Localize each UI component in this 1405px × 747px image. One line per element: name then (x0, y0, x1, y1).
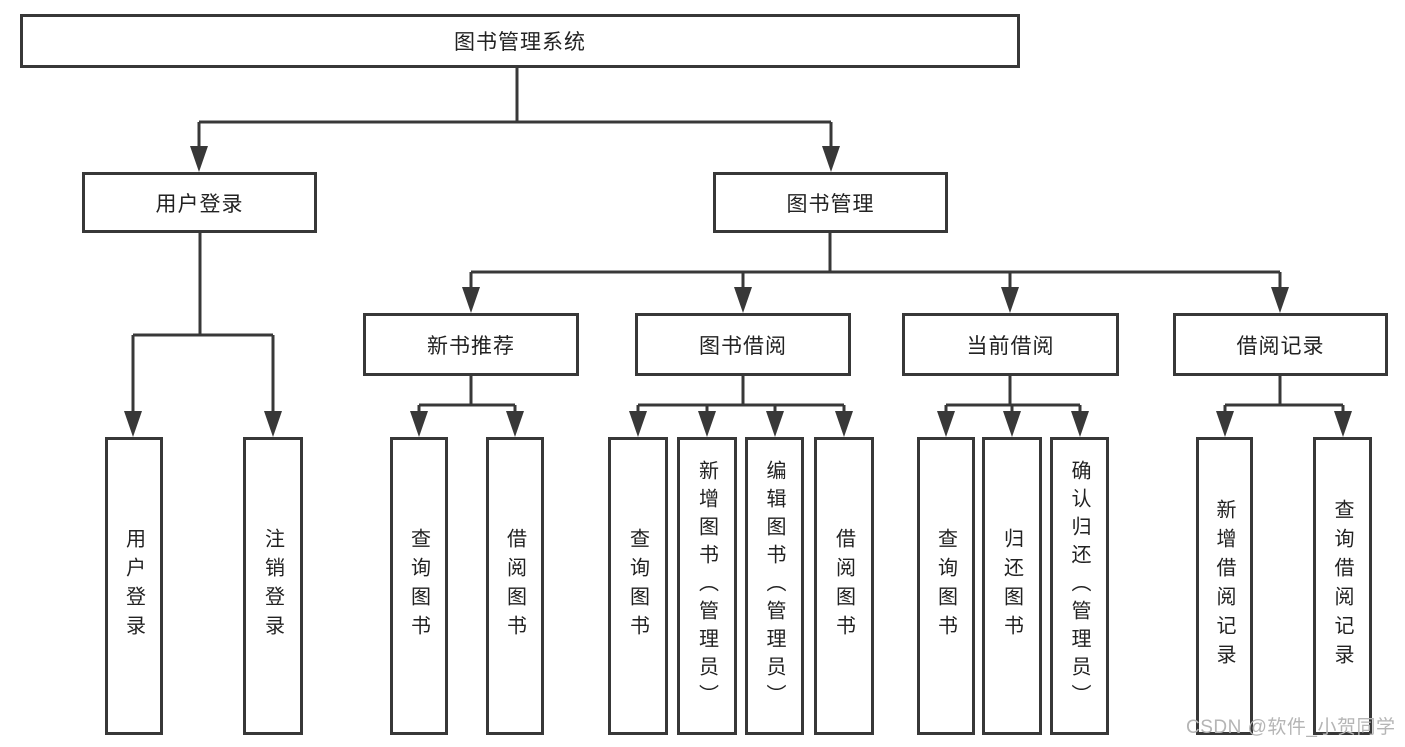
leaf-query-books-current: 查询图书 (917, 437, 975, 735)
leaf-borrow-books-recommend: 借阅图书 (486, 437, 544, 735)
leaf-query-borrow-record: 查询借阅记录 (1313, 437, 1372, 735)
leaf-confirm-return-admin: 确认归还（管理员） (1050, 437, 1109, 735)
node-current-borrowing: 当前借阅 (902, 313, 1119, 376)
watermark: CSDN @软件_小贺同学 (1186, 717, 1396, 738)
leaf-return-books: 归还图书 (982, 437, 1042, 735)
leaf-add-borrow-record: 新增借阅记录 (1196, 437, 1253, 735)
node-borrowing-records: 借阅记录 (1173, 313, 1388, 376)
leaf-query-books-recommend: 查询图书 (390, 437, 448, 735)
node-new-book-recommend: 新书推荐 (363, 313, 579, 376)
node-book-borrowing: 图书借阅 (635, 313, 851, 376)
node-library-system: 图书管理系统 (20, 14, 1020, 68)
node-book-management: 图书管理 (713, 172, 948, 233)
leaf-borrow-books-borrowing: 借阅图书 (814, 437, 874, 735)
leaf-add-books-admin: 新增图书（管理员） (677, 437, 737, 735)
leaf-edit-books-admin: 编辑图书（管理员） (745, 437, 804, 735)
leaf-logout-login: 注销登录 (243, 437, 303, 735)
leaf-user-login: 用户登录 (105, 437, 163, 735)
node-user-login: 用户登录 (82, 172, 317, 233)
leaf-query-books-borrowing: 查询图书 (608, 437, 668, 735)
